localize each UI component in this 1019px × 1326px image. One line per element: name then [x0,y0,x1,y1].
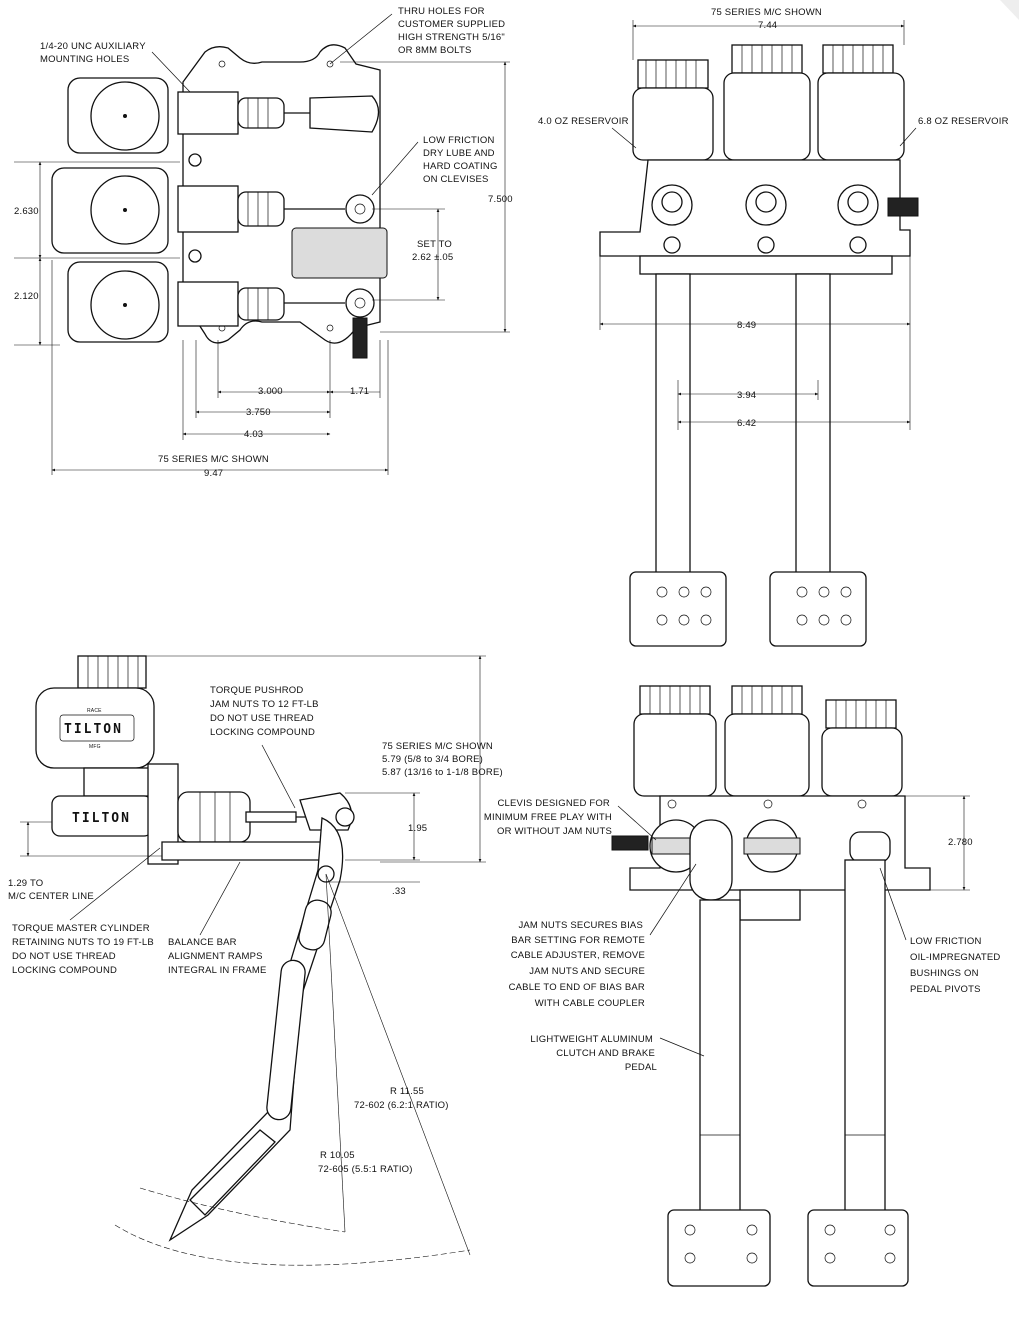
mc-logo: TILTON [72,811,131,826]
front-view-labels: 75 SERIES M/C SHOWN 7.44 4.0 OZ RESERVOI… [538,7,1009,429]
front-view-dimensions [599,20,917,430]
page-corner [1000,0,1019,20]
dim-947: 9.47 [204,468,223,479]
side-frame [161,841,341,861]
side-pedal-arm [168,817,344,1242]
rear-pedal-pad-right [807,1209,909,1287]
clutch-pedal-arm [655,273,691,575]
rear-cable-adjuster [611,835,649,851]
rear-brake-arm [844,859,886,1213]
side-reservoir: TILTON RACE MFG [35,655,155,769]
master-cylinder-3 [177,281,375,359]
reservoir-logo-race: RACE [87,708,102,714]
reservoir-68oz-label: 6.8 OZ RESERVOIR [918,116,1009,127]
rear-reservoir-center [724,685,810,797]
reservoir-bottom [67,261,169,343]
side-view: TILTON RACE MFG TILTON [20,655,486,1266]
side-view-dimensions [20,655,486,936]
reservoir-middle [51,167,169,254]
dim-7500: 7.500 [488,194,513,205]
balance-bar-block [291,227,388,279]
top-view-dimensions [14,13,510,475]
pedal-pad-right [769,571,867,647]
reservoir-top [67,77,169,154]
dim-3000: 3.000 [258,386,283,397]
dim-2780: 2.780 [948,837,973,848]
top-view [14,13,510,475]
dim-642: 6.42 [737,418,756,429]
dim-394: 3.94 [737,390,756,401]
reservoir-68oz-right [817,44,905,161]
brake-pedal-arm [795,273,831,575]
reservoir-logo-mfg: MFG [89,744,101,750]
front-view [599,20,919,647]
dim-744: 7.44 [758,20,777,31]
master-cylinder-2 [177,185,375,233]
dim-2120: 2.120 [14,291,39,302]
dim-403: 4.03 [244,429,263,440]
rear-reservoir-left [633,685,717,797]
dim-3750: 3.750 [246,407,271,418]
reservoir-logo: TILTON [64,722,123,737]
dim-171: 1.71 [350,386,369,397]
dim-849: 8.49 [737,320,756,331]
dim-195: 1.95 [408,823,427,834]
reservoir-68oz-center [723,44,811,161]
rear-reservoir-right [821,699,903,797]
front-series-label: 75 SERIES M/C SHOWN [711,7,822,18]
rear-balance-bar [739,889,801,921]
rear-pedal-pivot-left [689,819,733,901]
reservoir-4oz [632,59,714,161]
rear-clutch-arm [699,899,741,1213]
overall-width-label: 75 SERIES M/C SHOWN [158,454,269,465]
pedal-pad-left [629,571,727,647]
dim-33: .33 [392,886,406,897]
reservoir-4oz-label: 4.0 OZ RESERVOIR [538,116,629,127]
master-cylinder-1 [177,91,380,135]
dim-2630: 2.630 [14,206,39,217]
rear-pedal-pad-left [667,1209,771,1287]
rear-view-dimensions [617,795,970,1057]
mc-ports [651,184,919,254]
rear-view [611,685,970,1287]
